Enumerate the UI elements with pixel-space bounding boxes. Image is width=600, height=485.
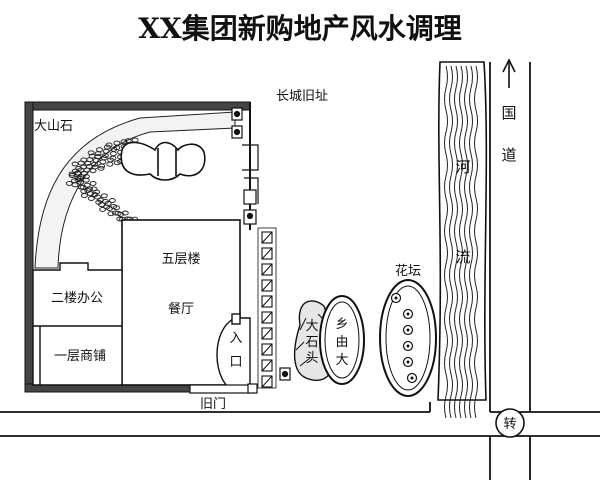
label-flower-bed: 花坛 [395,263,421,279]
fence-end-posts [279,367,291,381]
label-first-floor-shops: 一层商铺 [54,349,106,364]
oval-stone-char-2: 由 [335,335,348,350]
label-second-floor-office: 二楼办公 [51,291,103,306]
diagram-title: XX集团新购地产风水调理 [138,12,461,45]
crossroad-marker [495,408,525,438]
label-big-rock-mountain: 大山石 [34,119,73,134]
stone-text-2: 石 [305,335,318,350]
highway-arrow [502,58,516,88]
label-five-story-building: 五层楼 [161,252,200,267]
label-restaurant: 餐厅 [168,301,194,317]
flower-bed [379,279,437,397]
oval-stone-char-3: 大 [335,353,348,368]
stone-text-3: 头 [305,351,318,366]
oval-stone-char-1: 乡 [335,317,348,332]
label-entrance-2: 口 [229,355,242,370]
label-entrance-1: 入 [229,331,242,346]
crossroad-glyph: 转 [503,417,516,432]
wall-gate-posts [231,107,259,225]
label-old-gate: 旧门 [200,397,226,412]
oval-stone [319,295,365,385]
old-gate [189,383,258,394]
label-great-wall-ruins: 长城旧址 [276,89,328,104]
fence-post-column [257,227,277,389]
left-annex [32,262,123,386]
stone-text-1: 大 [305,319,318,334]
courtyard-rock [120,141,206,181]
label-highway-2: 道 [501,146,516,164]
label-river-2: 流 [455,248,470,266]
river [437,61,488,419]
label-river-1: 河 [455,158,470,176]
label-highway-1: 国 [501,104,516,122]
